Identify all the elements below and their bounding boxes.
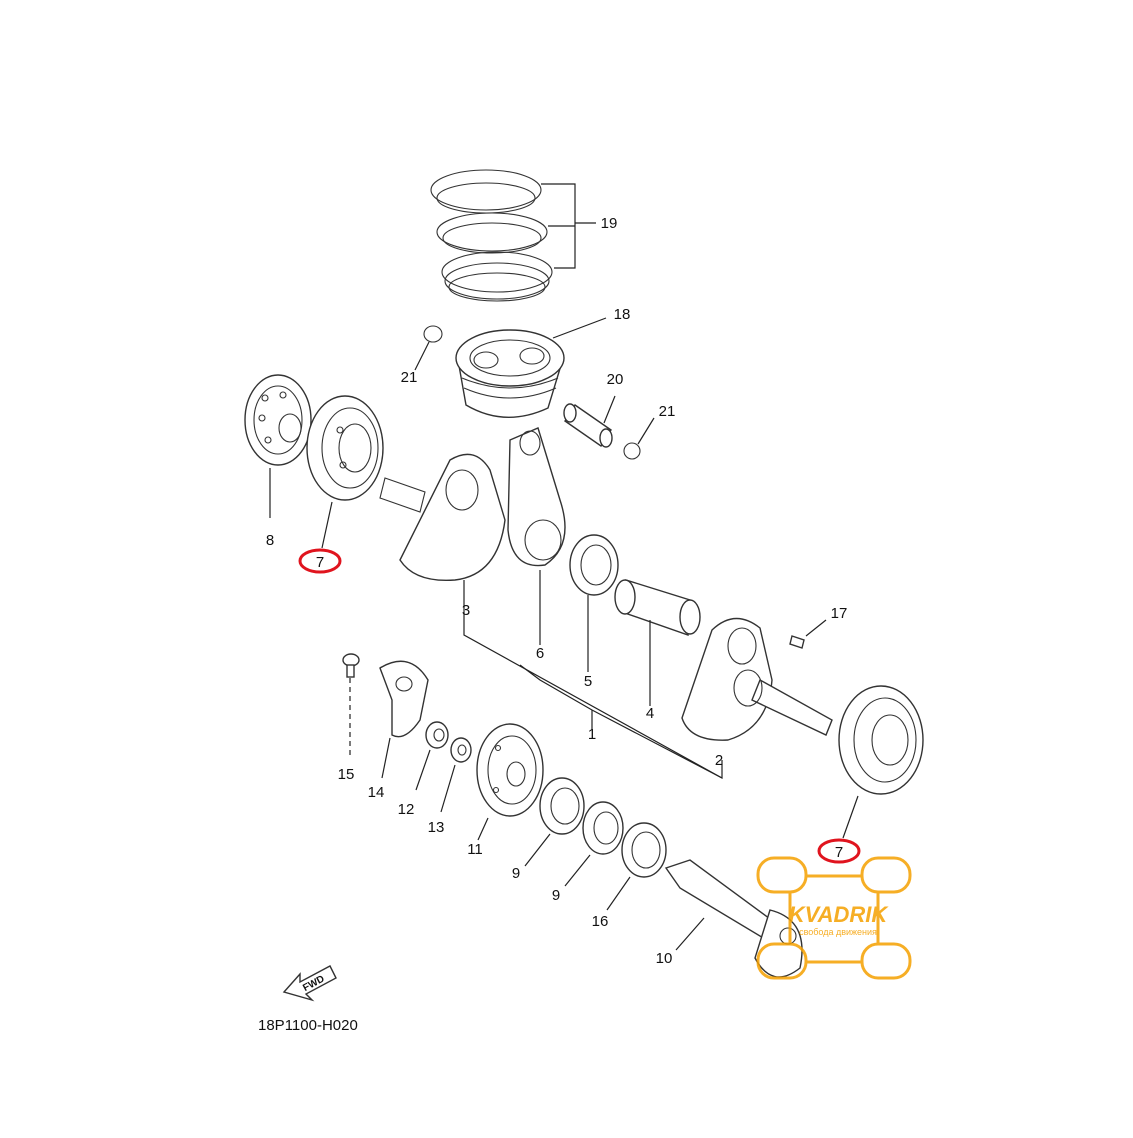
watermark-brand: KVADRIK — [789, 902, 890, 927]
part-label-5: 5 — [584, 673, 592, 690]
highlight-ring-right — [817, 838, 861, 864]
nut — [425, 721, 449, 749]
watermark-tire-icon — [756, 856, 912, 980]
part-label-11: 11 — [467, 841, 483, 858]
balancer-shaft — [664, 859, 803, 978]
connecting-rod — [507, 427, 566, 567]
lock-washer — [450, 737, 472, 763]
part-label-12: 12 — [398, 801, 415, 818]
balancer-weight — [379, 660, 429, 738]
bolt — [342, 653, 360, 678]
balancer-bearing-2 — [582, 801, 624, 855]
kvadrik-logo: KVADRIK свобода движения — [756, 856, 912, 980]
part-label-21-left: 21 — [401, 369, 418, 386]
part-label-4: 4 — [646, 705, 654, 722]
part-label-7-left: 7 — [316, 554, 324, 571]
part-label-6: 6 — [536, 645, 544, 662]
crank-half-left — [379, 453, 506, 582]
part-label-8: 8 — [266, 532, 274, 549]
balancer-bearing-1 — [539, 777, 585, 835]
bearing-left — [306, 395, 384, 501]
diagram-code: 18P1100-H020 — [258, 1017, 358, 1034]
part-label-20: 20 — [607, 371, 624, 388]
part-label-2: 2 — [715, 752, 723, 769]
part-label-19: 19 — [601, 215, 618, 232]
part-label-1: 1 — [588, 726, 596, 743]
part-label-9-lower: 9 — [552, 887, 560, 904]
highlight-ring-left — [298, 548, 342, 574]
part-label-15: 15 — [338, 766, 355, 783]
crank-gear — [244, 374, 312, 466]
balancer-gear — [476, 723, 544, 817]
bearing-right — [838, 685, 924, 795]
crank-pin — [614, 579, 701, 636]
part-label-3: 3 — [462, 602, 470, 619]
part-label-18: 18 — [614, 306, 631, 323]
part-label-13: 13 — [428, 819, 445, 836]
circlip-right — [623, 442, 641, 460]
fwd-arrow-icon: FWD — [282, 965, 337, 1002]
piston-pin — [563, 403, 613, 448]
part-label-7-right: 7 — [835, 844, 843, 861]
circlip-left — [423, 325, 443, 343]
needle-bearing — [569, 534, 619, 596]
part-label-14: 14 — [368, 784, 385, 801]
watermark-slogan: свобода движения — [799, 927, 877, 937]
part-label-16: 16 — [592, 913, 609, 930]
woodruff-key — [789, 635, 805, 649]
part-label-17: 17 — [831, 605, 848, 622]
part-label-10: 10 — [656, 950, 673, 967]
balancer-needle-bearing — [621, 822, 667, 878]
piston — [455, 329, 565, 418]
crank-half-right — [681, 617, 833, 741]
part-label-21-right: 21 — [659, 403, 676, 420]
fwd-text: FWD — [301, 974, 326, 994]
part-label-9-upper: 9 — [512, 865, 520, 882]
piston-rings — [430, 169, 553, 302]
